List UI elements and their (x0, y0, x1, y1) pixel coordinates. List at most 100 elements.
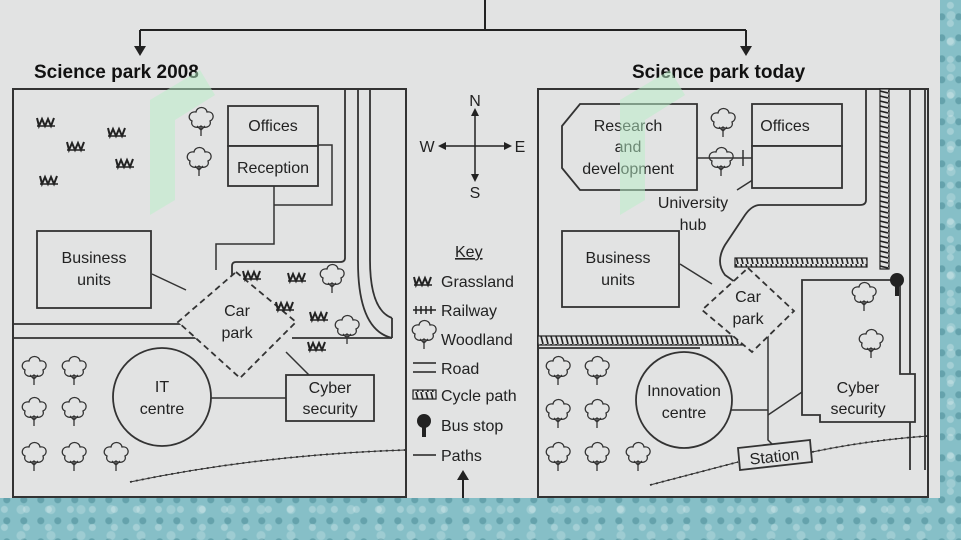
grassland-icon (275, 301, 295, 311)
bus-stop-icon (890, 273, 904, 296)
key-item-paths: Paths (441, 448, 482, 465)
left-cyber-security-building (285, 374, 375, 422)
left-railway (129, 449, 406, 483)
woodland-icon (708, 146, 734, 177)
compass (440, 110, 510, 180)
left-car-park-label-1: Car (224, 303, 250, 320)
woodland-icon (545, 398, 571, 429)
right-cyber-label-2: security (830, 401, 885, 418)
woodland-icon (334, 314, 360, 345)
key-item-bus-stop: Bus stop (441, 418, 503, 435)
left-reception-building (227, 145, 319, 187)
woodland-icon (319, 263, 345, 294)
key-item-woodland: Woodland (441, 332, 513, 349)
right-car-park-label-2: park (732, 311, 764, 328)
right-car-park-area (700, 266, 796, 354)
grassland-icon (39, 175, 59, 185)
woodland-icon (545, 441, 571, 472)
right-station-label: Station (749, 446, 800, 468)
key-item-cycle-path: Cycle path (441, 388, 517, 405)
right-station-building (737, 439, 813, 471)
left-offices-building (227, 105, 319, 147)
left-business-label-2: units (77, 272, 111, 289)
road-icon (413, 362, 436, 373)
right-map-title: Science park today (632, 62, 806, 83)
railway-icon (413, 306, 436, 314)
woodland-icon (21, 355, 47, 386)
right-innovation-label-2: centre (662, 405, 707, 422)
grassland-icon (307, 341, 327, 351)
right-university-hub-label-1: University (658, 195, 728, 212)
right-cyber-label-1: Cyber (837, 380, 880, 397)
left-map-title: Science park 2008 (34, 62, 199, 83)
right-cyber-security-building (801, 279, 916, 423)
woodland-icon (188, 106, 214, 137)
grassland-icon (309, 311, 329, 321)
right-innovation-label-1: Innovation (647, 383, 721, 400)
right-car-park-label-1: Car (735, 289, 761, 306)
compass-north: N (469, 93, 481, 110)
compass-west: W (419, 139, 435, 156)
woodland-icon (545, 355, 571, 386)
woodland-icon (61, 355, 87, 386)
bus-stop-icon (417, 414, 431, 437)
woodland-icon (584, 398, 610, 429)
grassland-icon (115, 158, 135, 168)
cycle-path-icon (412, 389, 437, 400)
grassland-icon (242, 270, 262, 280)
compass-east: E (515, 139, 526, 156)
left-offices-label: Offices (248, 118, 298, 135)
right-cycle-path-west (537, 335, 744, 346)
header-arrows (139, 0, 747, 48)
compass-south: S (470, 185, 481, 202)
key-item-railway: Railway (441, 303, 497, 320)
woodland-icon (103, 441, 129, 472)
right-university-hub-building (751, 145, 843, 189)
woodland-icon (584, 441, 610, 472)
left-cyber-label-2: security (302, 401, 357, 418)
right-map: Research and development Offices Univers… (537, 88, 929, 498)
right-business-label-1: Business (586, 250, 651, 267)
left-it-centre-building (112, 347, 212, 447)
key-title: Key (455, 244, 483, 261)
left-business-label-1: Business (62, 250, 127, 267)
right-university-hub-label-2: hub (680, 217, 707, 234)
grassland-icon (66, 141, 86, 151)
grassland-icon (107, 127, 127, 137)
grassland-icon (287, 272, 307, 282)
arrow-left-head (134, 46, 146, 56)
woodland-icon (21, 441, 47, 472)
woodland-icon (625, 441, 651, 472)
woodland-icon (584, 355, 610, 386)
right-map-border (537, 88, 929, 498)
left-car-park-label-2: park (221, 325, 253, 342)
left-map: Offices Reception Business units Car par… (12, 88, 407, 498)
woodland-icon (710, 107, 736, 138)
watermark-logo (150, 70, 685, 215)
woodland-icon (21, 396, 47, 427)
key-item-grassland: Grassland (441, 274, 514, 291)
arrow-right-head (740, 46, 752, 56)
left-road (13, 89, 393, 339)
left-reception-label: Reception (237, 160, 309, 177)
woodland-icon (186, 146, 212, 177)
left-it-centre-label-2: centre (140, 401, 185, 418)
left-paths (151, 144, 333, 399)
left-business-units-building (36, 230, 152, 309)
right-business-units-building (561, 230, 680, 308)
key-item-road: Road (441, 361, 479, 378)
right-innovation-centre-building (635, 351, 733, 449)
left-it-centre-label-1: IT (155, 379, 169, 396)
left-cyber-label-1: Cyber (309, 380, 352, 397)
woodland-icon (61, 441, 87, 472)
right-offices-building (751, 103, 843, 147)
woodland-icon (411, 319, 437, 350)
right-offices-label: Offices (760, 118, 810, 135)
right-paths (679, 150, 806, 449)
right-cycle-path-north (734, 257, 868, 268)
grassland-icon (36, 117, 56, 127)
right-business-label-2: units (601, 272, 635, 289)
woodland-icon (61, 396, 87, 427)
right-cycle-path-vertical (879, 88, 890, 270)
